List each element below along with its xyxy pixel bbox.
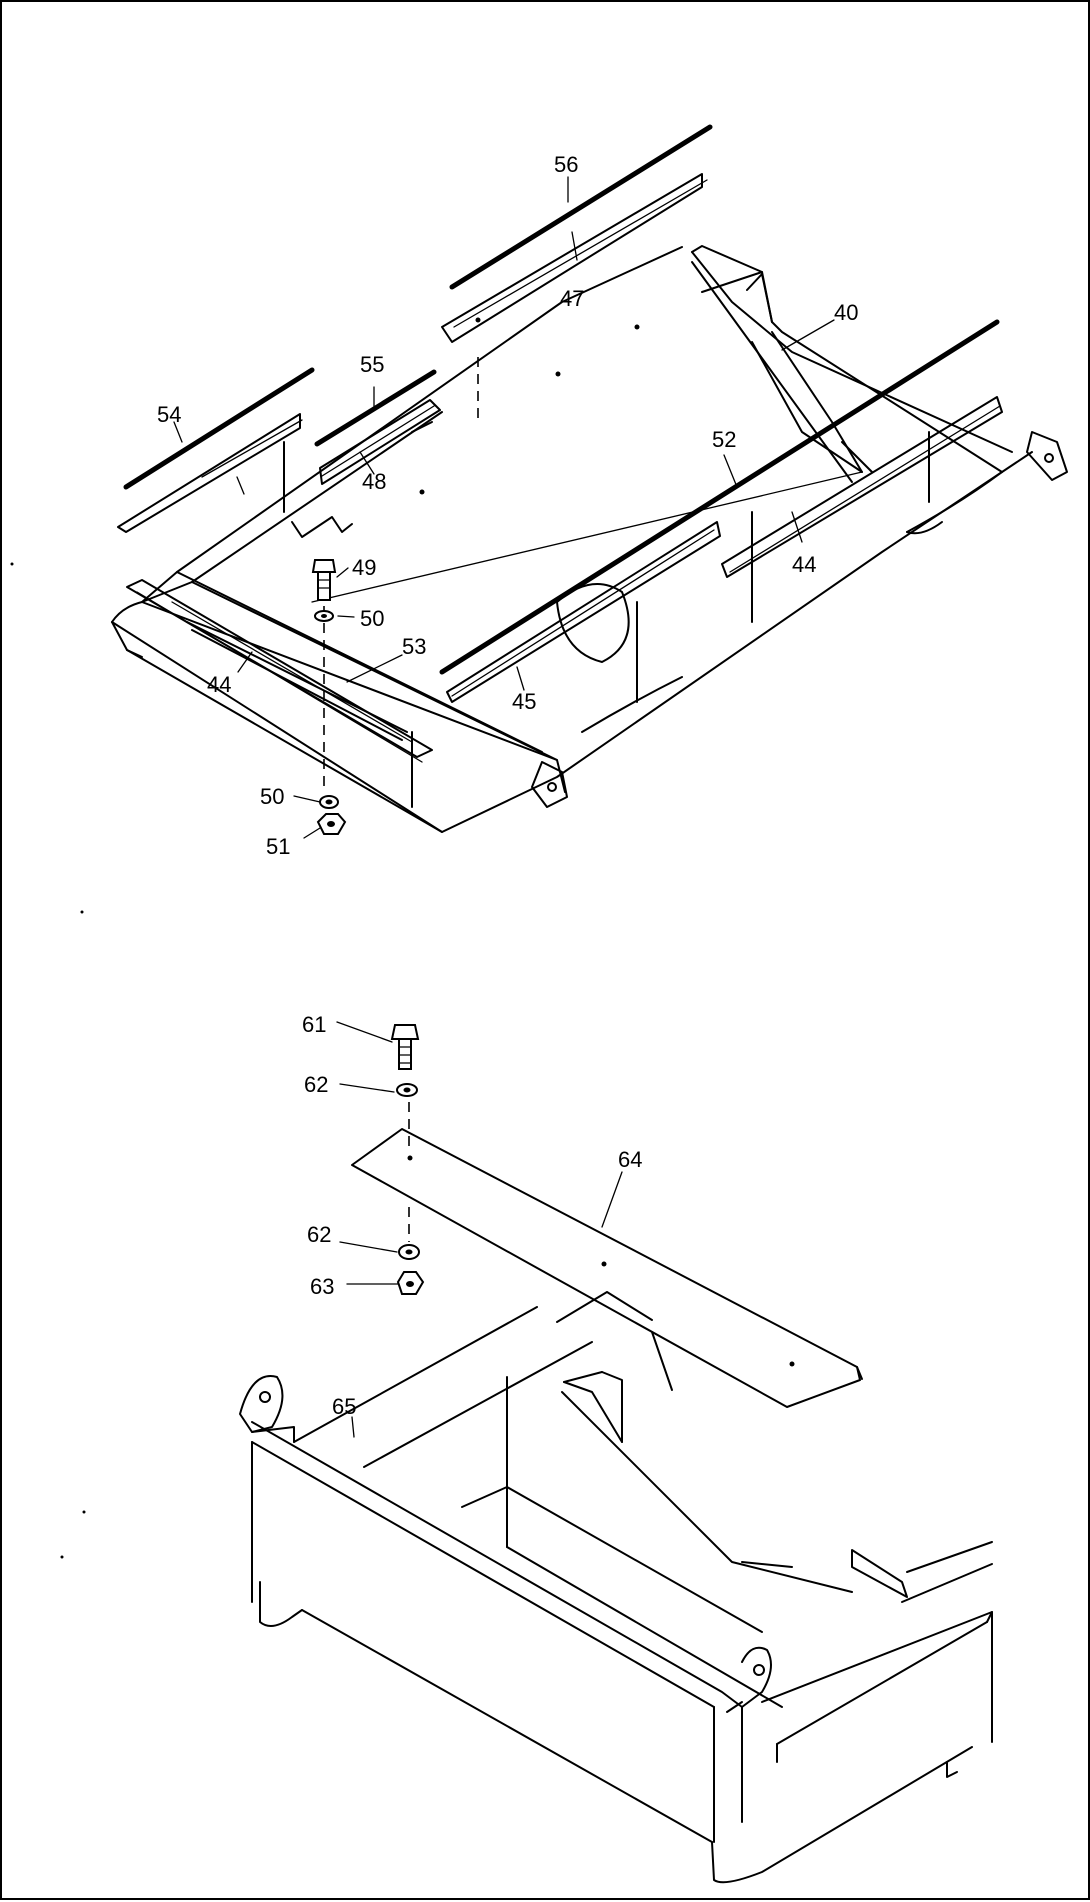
strip-56 [449, 124, 713, 290]
callout-44-front: 44 [207, 672, 231, 697]
callout-47: 47 [560, 286, 584, 311]
washer-62-lower [398, 1244, 420, 1260]
frame-65 [239, 1291, 993, 1884]
washer-50-upper [314, 610, 334, 622]
callout-51: 51 [266, 834, 290, 859]
nut-51 [316, 813, 347, 835]
washer-50-lower [319, 795, 339, 809]
callout-53: 53 [402, 634, 426, 659]
callout-40: 40 [834, 300, 858, 325]
channel-48 [319, 399, 441, 485]
callout-45-front: 45 [512, 689, 536, 714]
callout-55: 55 [360, 352, 384, 377]
callout-63: 63 [310, 1274, 334, 1299]
callout-52: 52 [712, 427, 736, 452]
channel-45-left [446, 521, 721, 703]
leader-lines-upper [173, 176, 835, 839]
channel-47 [441, 173, 708, 343]
strip-54 [123, 367, 315, 490]
callout-50-upper: 50 [360, 606, 384, 631]
nut-63 [396, 1271, 425, 1295]
frame-assembly-40 [111, 245, 1068, 833]
washer-62-upper [396, 1083, 418, 1097]
callout-62-upper: 62 [304, 1072, 328, 1097]
callout-56: 56 [554, 152, 578, 177]
bar-52 [311, 319, 1000, 675]
strip-55 [314, 369, 437, 447]
channel-46 [117, 413, 303, 533]
channel-44-rear [721, 396, 1003, 578]
rod-53 [186, 621, 408, 741]
callout-64: 64 [618, 1147, 642, 1172]
callout-65: 65 [332, 1394, 356, 1419]
callout-62-lower: 62 [307, 1222, 331, 1247]
callout-61: 61 [302, 1012, 326, 1037]
channel-44-front [126, 579, 433, 763]
bolt-49 [311, 559, 337, 601]
callout-54: 54 [157, 402, 181, 427]
leader-lines-lower [336, 1021, 623, 1438]
callout-44-rear: 44 [792, 552, 816, 577]
bolt-61 [390, 1024, 420, 1070]
plate-64 [351, 1128, 863, 1408]
callout-49: 49 [352, 555, 376, 580]
callout-48: 48 [362, 469, 386, 494]
callout-50-lower: 50 [260, 784, 284, 809]
